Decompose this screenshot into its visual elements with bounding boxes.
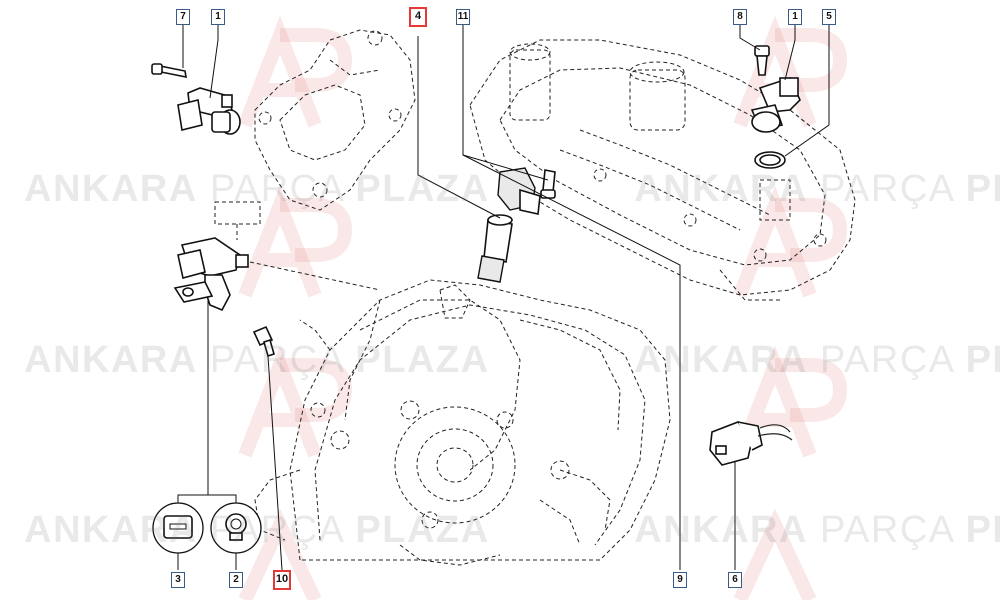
callout-9[interactable]: 9 — [673, 572, 687, 588]
callout-11[interactable]: 11 — [456, 9, 470, 25]
callout-8[interactable]: 8 — [733, 9, 747, 25]
callout-3[interactable]: 3 — [171, 572, 185, 588]
speed-sensor-part-4 — [477, 167, 541, 283]
reference-box — [214, 201, 261, 225]
sensor-top-left — [151, 63, 241, 135]
callout-2[interactable]: 2 — [229, 572, 243, 588]
callout-4-highlighted[interactable]: 4 — [409, 7, 427, 27]
watermark-logo — [238, 15, 353, 128]
connector-part-6 — [709, 421, 793, 466]
bolt-part-10 — [252, 325, 275, 358]
detail-circle-3 — [152, 502, 204, 554]
watermark-logo — [238, 185, 353, 298]
callout-1-right[interactable]: 1 — [788, 9, 802, 25]
assembly-guide-line — [249, 261, 381, 291]
upper-housing-bracket — [254, 29, 416, 211]
watermark-logo — [238, 345, 353, 458]
cylinder-head — [469, 39, 856, 301]
watermark-logo — [733, 508, 817, 600]
callout-10[interactable]: 10 — [273, 570, 291, 590]
watermark-logo — [733, 185, 848, 298]
leader-lines — [177, 24, 830, 571]
detail-circle-2 — [210, 502, 262, 554]
callout-7[interactable]: 7 — [176, 9, 190, 25]
watermark-logo — [238, 508, 322, 600]
gearbox-housing — [254, 279, 671, 566]
sensor-crank-left — [173, 237, 249, 312]
sensor-top-right — [750, 45, 801, 169]
callout-5[interactable]: 5 — [822, 9, 836, 25]
callout-6[interactable]: 6 — [728, 572, 742, 588]
callout-1-left[interactable]: 1 — [211, 9, 225, 25]
bolt-part-11 — [540, 169, 556, 199]
watermark-logos — [238, 15, 848, 600]
